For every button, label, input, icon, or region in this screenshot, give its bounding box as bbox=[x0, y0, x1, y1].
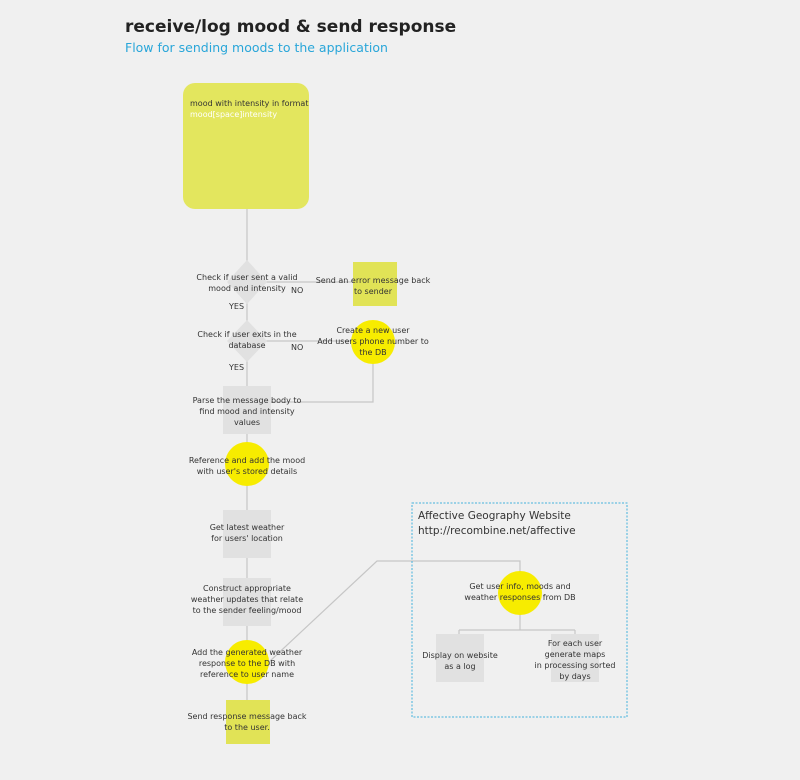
add-generated-line1: Add the generated weather bbox=[191, 648, 303, 657]
parse-body-box bbox=[223, 386, 271, 434]
create-user-label: Create a new user Add users phone number… bbox=[313, 325, 433, 358]
add-generated-line3: reference to user name bbox=[200, 670, 294, 679]
generate-maps-line4: by days bbox=[559, 672, 591, 681]
create-to-parse-connector bbox=[271, 364, 374, 403]
error-message-box bbox=[353, 262, 397, 306]
add-generated-label: Add the generated weather response to th… bbox=[185, 647, 309, 680]
send-response-box bbox=[226, 700, 270, 744]
parse-body-label: Parse the message body to find mood and … bbox=[185, 395, 309, 428]
weather-box bbox=[223, 510, 271, 558]
get-info-line2: weather responses from DB bbox=[464, 593, 576, 602]
exists-check-diamond bbox=[227, 320, 267, 362]
weather-label: Get latest weather for users' location bbox=[187, 522, 307, 544]
generate-maps-box bbox=[551, 634, 599, 682]
input-format-label: mood with intensity in format mood[space… bbox=[190, 98, 310, 120]
valid-check-label: Check if user sent a valid mood and inte… bbox=[187, 272, 307, 294]
create-user-line2: Add users phone number to bbox=[317, 337, 429, 346]
exists-check-line1: Check if user exits in the bbox=[197, 330, 297, 339]
no-label-2: NO bbox=[291, 343, 304, 352]
create-user-circle bbox=[351, 320, 395, 364]
get-info-label: Get user info, moods and weather respons… bbox=[458, 581, 582, 603]
exists-check-label: Check if user exits in the database bbox=[187, 329, 307, 351]
reference-mood-line2: with user's stored details bbox=[196, 467, 298, 476]
display-log-label: Display on website as a log bbox=[415, 650, 505, 672]
display-log-line1: Display on website bbox=[422, 651, 498, 660]
parse-body-line1: Parse the message body to bbox=[192, 396, 302, 405]
reference-mood-label: Reference and add the mood with user's s… bbox=[182, 455, 312, 477]
send-response-line1: Send response message back bbox=[187, 712, 307, 721]
generate-maps-line1: For each user bbox=[547, 639, 603, 648]
website-panel-url: http://recombine.net/affective bbox=[418, 525, 576, 537]
website-panel-border bbox=[411, 502, 628, 718]
construct-updates-box bbox=[223, 578, 271, 626]
construct-updates-label: Construct appropriate weather updates th… bbox=[185, 583, 309, 616]
input-format-line1: mood with intensity in format bbox=[190, 99, 309, 108]
create-user-line1: Create a new user bbox=[336, 326, 410, 335]
construct-updates-line2: weather updates that relate bbox=[190, 595, 304, 604]
get-info-line1: Get user info, moods and bbox=[469, 582, 571, 591]
generate-maps-line3: in processing sorted bbox=[534, 661, 616, 670]
error-message-label: Send an error message back to sender bbox=[310, 275, 436, 297]
valid-check-line1: Check if user sent a valid bbox=[196, 273, 298, 282]
create-user-line3: the DB bbox=[359, 348, 387, 357]
construct-updates-line1: Construct appropriate bbox=[203, 584, 291, 593]
error-message-line1: Send an error message back bbox=[315, 276, 431, 285]
reference-mood-line1: Reference and add the mood bbox=[188, 456, 306, 465]
send-response-line2: to the user. bbox=[224, 723, 270, 732]
website-panel-title: Affective Geography Website bbox=[418, 510, 571, 522]
display-log-line2: as a log bbox=[444, 662, 476, 671]
input-format-line2: mood[space]intensity bbox=[190, 110, 278, 119]
yes-label-2: YES bbox=[229, 363, 245, 372]
valid-check-diamond bbox=[227, 260, 267, 304]
reference-mood-circle bbox=[225, 442, 269, 486]
add-generated-circle bbox=[225, 640, 269, 684]
weather-line1: Get latest weather bbox=[209, 523, 285, 532]
add-generated-line2: response to the DB with bbox=[198, 659, 296, 668]
generate-maps-label: For each user generate maps in processin… bbox=[528, 638, 622, 682]
parse-body-line3: values bbox=[233, 418, 261, 427]
display-log-box bbox=[436, 634, 484, 682]
input-format-box bbox=[183, 83, 309, 209]
yes-label-1: YES bbox=[229, 302, 245, 311]
construct-updates-line3: to the sender feeling/mood bbox=[192, 606, 302, 615]
page-title: receive/log mood & send response bbox=[125, 17, 457, 37]
error-message-line2: to sender bbox=[353, 287, 393, 296]
valid-check-line2: mood and intensity bbox=[208, 284, 286, 293]
generate-maps-line2: generate maps bbox=[544, 650, 606, 659]
exists-check-line2: database bbox=[228, 341, 266, 350]
weather-line2: for users' location bbox=[211, 534, 283, 543]
website-panel-header: Affective Geography Website http://recom… bbox=[418, 509, 576, 539]
no-label-1: NO bbox=[291, 286, 304, 295]
send-response-label: Send response message back to the user. bbox=[180, 711, 314, 733]
page-subtitle: Flow for sending moods to the applicatio… bbox=[125, 40, 388, 55]
parse-body-line2: find mood and intensity bbox=[199, 407, 295, 416]
get-info-circle bbox=[498, 571, 542, 615]
